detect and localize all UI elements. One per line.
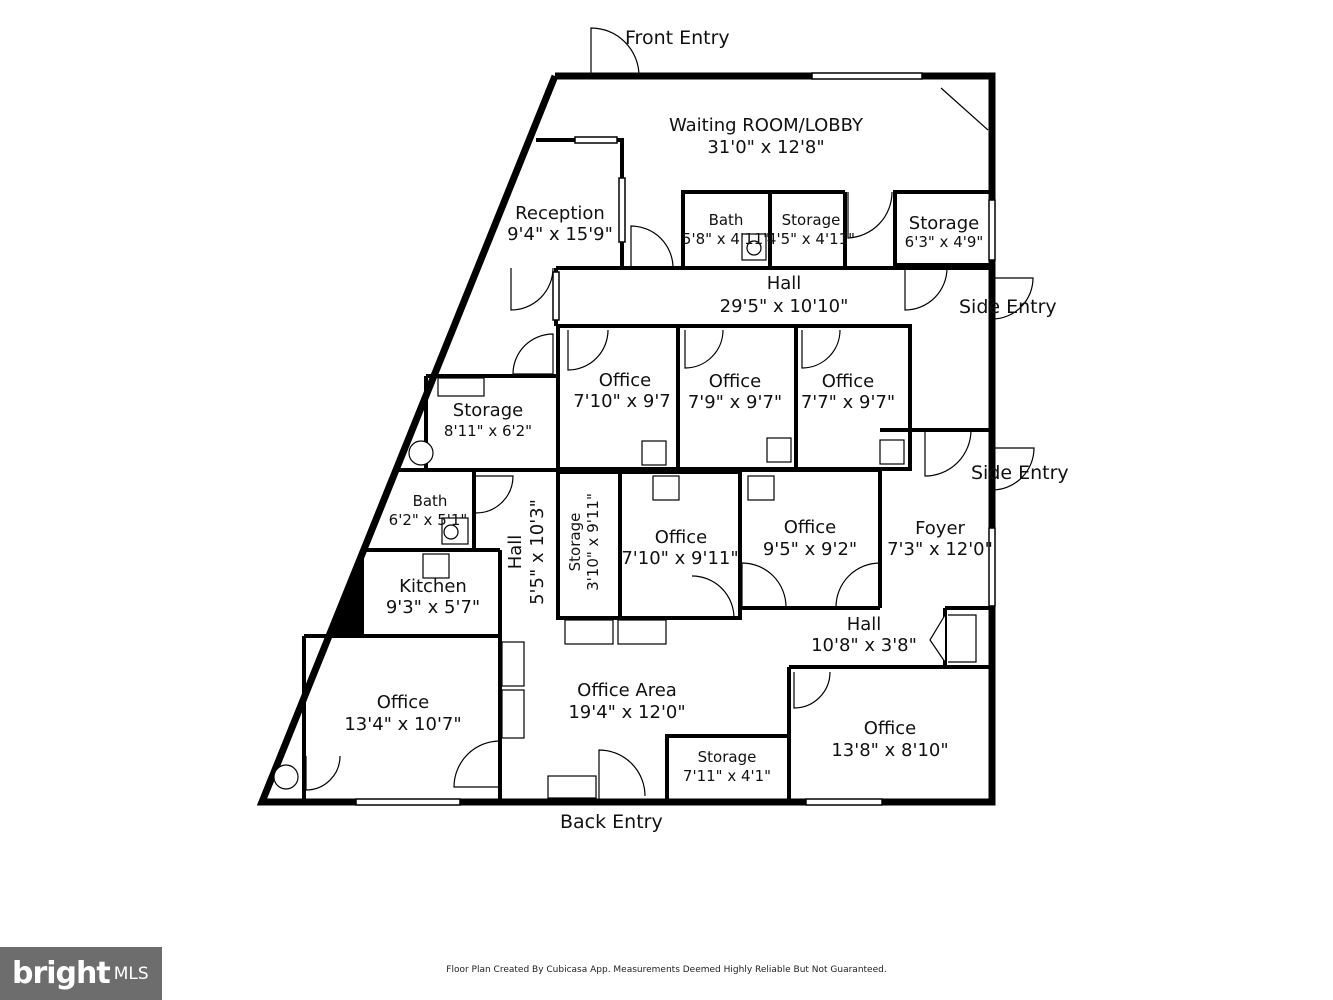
room-storage-left-name: Storage <box>453 400 523 421</box>
windows <box>355 72 996 806</box>
side-entry-label-1: Side Entry <box>959 296 1057 318</box>
room-labels: Waiting ROOM/LOBBY 31'0" x 12'8" Recepti… <box>344 115 993 785</box>
interior-walls <box>302 138 994 804</box>
room-lobby-dims: 31'0" x 12'8" <box>707 137 824 158</box>
room-storage-left-dims: 8'11" x 6'2" <box>444 422 532 440</box>
room-storage-top-right-name: Storage <box>909 213 979 234</box>
room-foyer-dims: 7'3" x 12'0" <box>887 539 993 560</box>
doors <box>305 27 1035 802</box>
room-office-area-name: Office Area <box>577 680 677 701</box>
room-storage-bottom-dims: 7'11" x 4'1" <box>683 767 771 785</box>
room-storage-top-mid-name: Storage <box>782 211 841 229</box>
room-office-1-name: Office <box>599 370 652 391</box>
room-office-5-name: Office <box>784 517 837 538</box>
room-office-big-left-name: Office <box>377 692 430 713</box>
room-lobby-name: Waiting ROOM/LOBBY <box>669 115 864 136</box>
room-foyer-name: Foyer <box>915 518 965 539</box>
room-office-4-dims: 7'10" x 9'11" <box>621 548 738 569</box>
room-storage-top-mid-dims: 4'5" x 4'11" <box>767 230 855 248</box>
room-office-1-dims: 7'10" x 9'7 <box>573 391 671 412</box>
room-hall-main-name: Hall <box>767 273 802 294</box>
front-entry-label: Front Entry <box>625 27 730 49</box>
logo-suffix: MLS <box>113 963 149 984</box>
room-hall-small-dims: 10'8" x 3'8" <box>811 635 917 656</box>
room-kitchen-name: Kitchen <box>399 576 467 597</box>
room-office-3-dims: 7'7" x 9'7" <box>801 392 895 413</box>
footer-disclaimer: Floor Plan Created By Cubicasa App. Meas… <box>446 965 887 975</box>
room-bath-left-dims: 6'2" x 5'1" <box>389 511 468 529</box>
room-bath-top-dims: 5'8" x 4'11" <box>682 230 770 248</box>
room-office-2-name: Office <box>709 371 762 392</box>
room-storage-top-right-dims: 6'3" x 4'9" <box>905 233 984 251</box>
room-office-big-right-dims: 13'8" x 8'10" <box>831 740 948 761</box>
room-bath-left-name: Bath <box>413 492 448 510</box>
bright-mls-logo: bright MLS <box>0 947 162 1000</box>
room-reception-name: Reception <box>515 203 605 224</box>
room-storage-narrow-name: Storage <box>566 513 584 572</box>
room-office-big-left-dims: 13'4" x 10'7" <box>344 714 461 735</box>
room-hall-main-dims: 29'5" x 10'10" <box>720 296 849 317</box>
room-office-3-name: Office <box>822 371 875 392</box>
back-entry-label: Back Entry <box>560 811 663 833</box>
room-storage-bottom-name: Storage <box>698 748 757 766</box>
room-hall-small-name: Hall <box>847 614 882 635</box>
room-reception-dims: 9'4" x 15'9" <box>507 224 613 245</box>
room-kitchen-dims: 9'3" x 5'7" <box>386 597 480 618</box>
room-storage-narrow-dims: 3'10" x 9'11" <box>584 493 602 591</box>
room-bath-top-name: Bath <box>709 211 744 229</box>
room-hall-vertical-dims: 5'5" x 10'3" <box>527 499 548 605</box>
room-office-big-right-name: Office <box>864 718 917 739</box>
room-office-4-name: Office <box>655 527 708 548</box>
room-office-2-dims: 7'9" x 9'7" <box>688 392 782 413</box>
room-hall-vertical-name: Hall <box>505 535 526 570</box>
logo-brand: bright <box>12 956 111 991</box>
room-office-5-dims: 9'5" x 9'2" <box>763 539 857 560</box>
room-office-area-dims: 19'4" x 12'0" <box>568 702 685 723</box>
fixtures <box>273 233 977 799</box>
wall-wedge <box>333 553 362 634</box>
side-entry-label-2: Side Entry <box>971 462 1069 484</box>
entry-labels: Front Entry Side Entry Side Entry Back E… <box>560 27 1069 833</box>
